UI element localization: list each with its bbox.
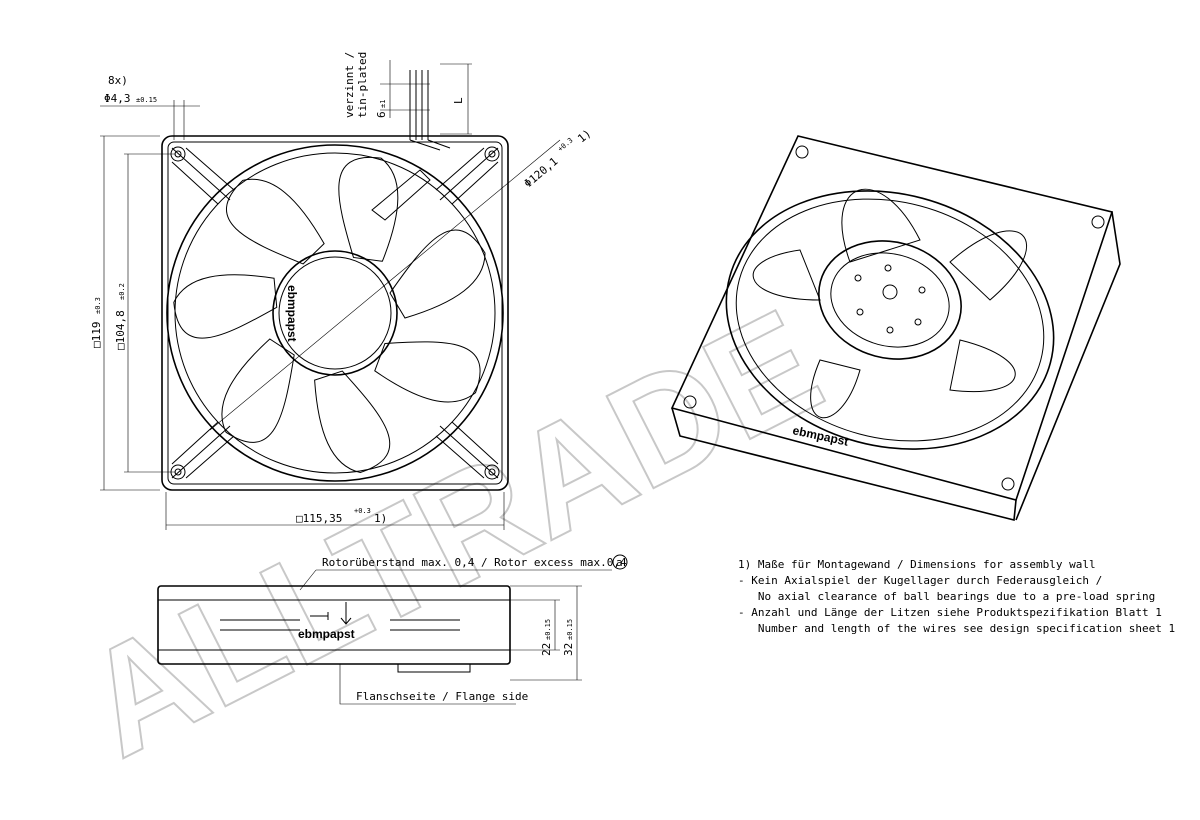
inner-height-label: 22 (540, 643, 553, 656)
flange-side-label: Flanschseite / Flange side (356, 690, 528, 703)
hub-outer (272, 250, 398, 376)
frame-size-tol: ±0.3 (94, 297, 102, 314)
diameter-leader (209, 139, 561, 431)
wire-L-label: L (452, 97, 465, 104)
inner-width-label: □115,35 (296, 512, 342, 525)
wire-length-tol: ±1 (379, 100, 387, 108)
inner-width-tol: +0.3 (354, 507, 371, 515)
rotor-excess-leader (299, 569, 612, 591)
flange-leader (339, 664, 516, 705)
hole-dim-lines (100, 100, 200, 140)
lead-wires (409, 70, 451, 151)
iso-hub-holes (854, 264, 926, 334)
flow-arrow-down (340, 602, 352, 625)
wire-length-value: 6 (375, 111, 388, 118)
flow-arrow-left (310, 612, 329, 620)
iso-venturi (725, 190, 1055, 450)
frame-outline (161, 135, 509, 491)
wire-dim-lines (380, 60, 430, 118)
side-view: ebmpapst Rotorüberstand max. 0,4 / Rotor… (157, 554, 628, 705)
hole-diameter-tol: ±0.15 (136, 96, 157, 104)
tinned-note-line1: verzinnt / (343, 52, 356, 118)
inner-width-ref: 1) (374, 512, 387, 525)
rotor-mark-letter: a (616, 556, 623, 569)
hole-diameter-label: Φ4,3 (104, 92, 131, 105)
side-connector (397, 664, 471, 673)
inner-width-dim (165, 492, 505, 530)
iso-right-side (1015, 211, 1121, 521)
corner-struts (171, 147, 499, 479)
rotor-excess-label: Rotorüberstand max. 0,4 / Rotor excess m… (322, 556, 627, 569)
iso-hub-inner (830, 252, 950, 348)
outer-height-dim (510, 585, 582, 681)
rotor-mark-circle (612, 554, 628, 570)
wire-guide (371, 169, 431, 221)
side-ribs (220, 619, 460, 631)
note-line-3: No axial clearance of ball bearings due … (738, 590, 1155, 603)
note-line-1: 1) Maße für Montagewand / Dimensions for… (738, 558, 1096, 571)
hub-brand-label: ebmpapst (285, 285, 299, 342)
iso-venturi-inner (735, 198, 1045, 442)
venturi-outer (166, 144, 504, 482)
iso-mount-holes (683, 145, 1105, 491)
outer-height-tol: ±0.15 (566, 619, 574, 640)
wire-L-dim (440, 63, 472, 135)
hole-pitch-tol: ±0.2 (118, 283, 126, 300)
outer-diameter-label: Φ120,1 (522, 155, 561, 191)
note-line-4: - Anzahl und Länge der Litzen siehe Prod… (738, 606, 1162, 619)
frame-height-dim (100, 135, 160, 491)
hole-pitch-dim (124, 153, 176, 473)
frame-inner-outline (167, 141, 503, 485)
fan-blades (163, 143, 494, 479)
inner-height-tol: ±0.15 (544, 619, 552, 640)
iso-hub-center (882, 284, 898, 300)
side-outline (157, 585, 511, 665)
hole-count-label: 8x) (108, 74, 128, 87)
note-line-5: Number and length of the wires see desig… (738, 622, 1175, 635)
iso-blades (752, 188, 1028, 419)
side-brand-label: ebmpapst (298, 627, 355, 641)
iso-front-side (671, 407, 1017, 522)
mounting-holes (170, 146, 500, 480)
watermark-text: ALLTRADE (58, 277, 845, 789)
outer-diameter-tol: +0.3 (556, 136, 574, 153)
frame-size-label: □119 (90, 322, 103, 349)
outer-diameter-ref: 1) (575, 127, 594, 145)
hub-inner (278, 256, 392, 370)
iso-hub (818, 240, 962, 360)
outer-height-label: 32 (562, 643, 575, 656)
inner-height-dim (510, 599, 560, 651)
notes: 1) Maße für Montagewand / Dimensions for… (738, 558, 1175, 635)
note-line-2: - Kein Axialspiel der Kugellager durch F… (738, 574, 1102, 587)
hole-pitch-label: □104,8 (114, 310, 127, 350)
tinned-note-line2: tin-plated (356, 52, 369, 118)
watermark: ALLTRADE (57, 276, 846, 790)
side-flanges (158, 599, 510, 651)
